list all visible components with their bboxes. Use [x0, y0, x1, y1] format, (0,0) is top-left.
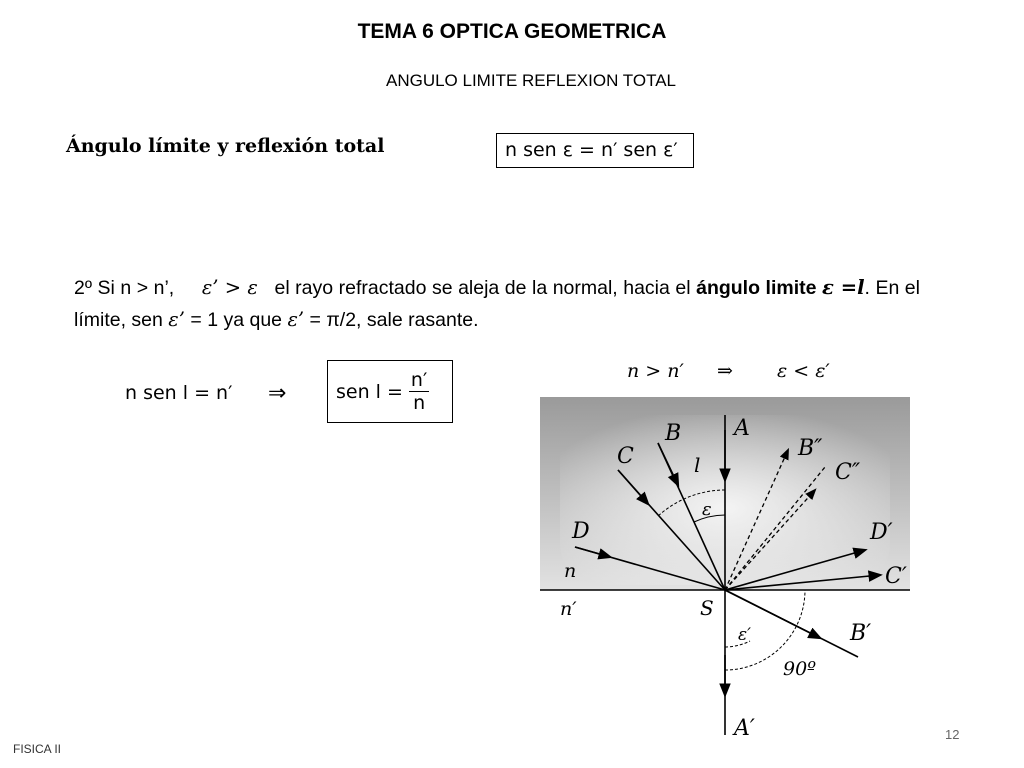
label-B2: B″	[797, 436, 823, 461]
label-l: l	[694, 453, 700, 477]
limit-angle-equation: n sen l = n′	[125, 382, 233, 404]
label-n: n	[564, 560, 576, 582]
explanation-paragraph: 2º Si n > n’, ε’ > ε el rayo refractado …	[74, 272, 920, 336]
label-B: B	[664, 421, 681, 446]
sen-limit-fraction: n′ n	[408, 369, 430, 414]
implies-arrow: ⇒	[717, 360, 733, 382]
paragraph-part: = 1 ya que	[190, 309, 283, 331]
label-B1: B′	[849, 621, 871, 646]
slide-title: TEMA 6 OPTICA GEOMETRICA	[357, 20, 667, 43]
section-heading: Ángulo límite y reflexión total	[66, 135, 385, 157]
paragraph-part: = π/2, sale rasante.	[309, 309, 479, 331]
ray-C2-reflected	[724, 488, 817, 591]
paragraph-symbol: ε’ > ε	[201, 276, 258, 299]
paragraph-symbol: ε =l	[822, 276, 865, 299]
paragraph-bold: ángulo limite	[696, 277, 817, 299]
sen-limit-left: sen l =	[336, 380, 403, 403]
paragraph-part: el rayo refractado se aleja de la normal…	[274, 277, 691, 299]
fraction-numerator: n′	[408, 369, 430, 392]
ray-D1-refracted	[724, 547, 868, 591]
implies-arrow: ⇒	[268, 380, 287, 405]
ray-D-arrow	[574, 546, 613, 560]
diagram-header: n > n′ ⇒ ε < ε′	[627, 360, 927, 382]
sen-limit-formula: sen l = n′ n	[327, 360, 453, 423]
page-number: 12	[945, 727, 960, 742]
ray-B1-arrow	[724, 589, 823, 640]
diagram-header-result: ε < ε′	[777, 360, 830, 382]
label-A1: A′	[732, 716, 755, 741]
footer-label: FISICA II	[13, 742, 62, 756]
label-D: D	[571, 519, 590, 544]
label-C1: C′	[885, 564, 907, 589]
label-eps: ε	[702, 499, 712, 520]
paragraph-part: 2º Si n > n’,	[74, 277, 175, 299]
ray-C-arrow	[617, 469, 650, 507]
label-D1: D′	[869, 520, 893, 545]
paragraph-part: . En el límite, sen	[74, 277, 920, 331]
angle-l-arc	[656, 489, 726, 518]
ray-B2-reflected	[724, 447, 789, 591]
label-C: C	[617, 444, 634, 469]
angle-90-arc	[724, 589, 806, 671]
label-90: 90º	[783, 658, 816, 680]
refraction-diagram: A B C D l ε B″ C″ D′ C′ n n′ S ε′ B′ 90º…	[540, 397, 910, 741]
angle-eps-arc	[693, 514, 726, 523]
ray-C1-grazing	[724, 570, 883, 591]
label-S: S	[700, 596, 714, 620]
ray-C2-extension	[724, 466, 826, 591]
angle-eps1-arc	[724, 640, 751, 648]
ray-B-arrow	[657, 442, 680, 488]
paragraph-symbol: ε’	[287, 308, 305, 331]
label-A: A	[732, 416, 750, 441]
paragraph-symbol: ε’	[168, 308, 185, 331]
label-eps1: ε′	[738, 625, 751, 645]
slide-subtitle: ANGULO LIMITE REFLEXION TOTAL	[385, 71, 676, 90]
fraction-denominator: n	[413, 392, 426, 414]
label-n1: n′	[560, 598, 577, 620]
diagram-header-condition: n > n′	[627, 360, 684, 382]
snell-law-formula: n sen ε = n′ sen ε′	[496, 133, 694, 168]
label-C2: C″	[835, 460, 861, 485]
